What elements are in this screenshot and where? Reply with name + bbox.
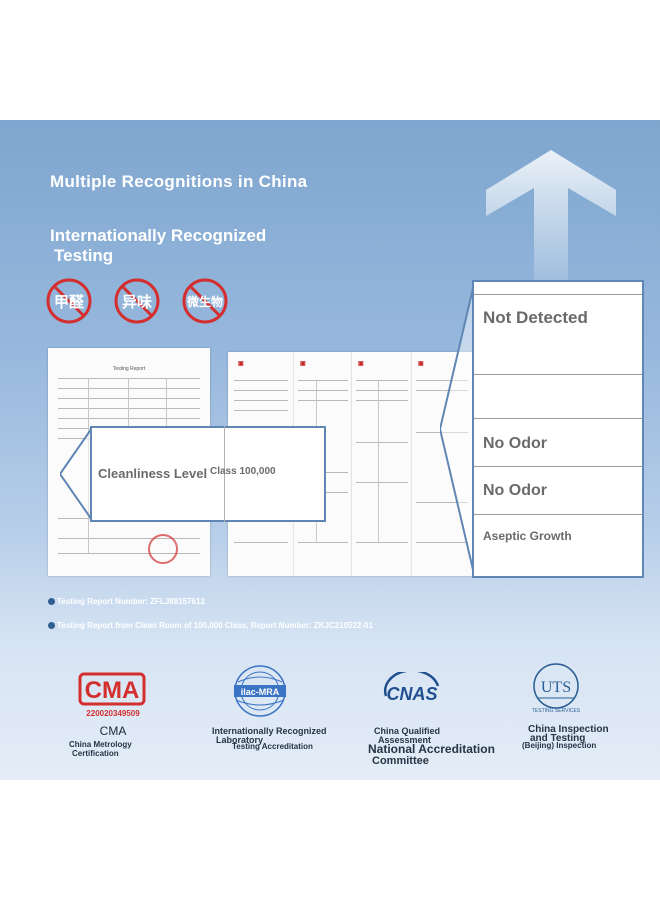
test-results-panel: Not Detected No Odor No Odor Aseptic Gro… xyxy=(472,280,644,578)
ilac-desc-3: Testing Accreditation xyxy=(232,742,313,751)
badge-label: 甲醛 xyxy=(53,293,84,311)
cnas-desc-2: Assessment xyxy=(378,735,432,745)
formaldehyde-badge: 甲醛 xyxy=(46,278,92,324)
result-odor-1: No Odor xyxy=(483,435,547,452)
document-title: Testing Report xyxy=(112,366,146,372)
cma-mini-logo: ▣ xyxy=(300,361,306,367)
ilac-desc-1: Internationally Recognized xyxy=(212,726,327,736)
odor-badge: 异味 xyxy=(114,278,160,324)
cleanliness-value: Class 100,000 xyxy=(210,466,276,477)
uts-desc-2: and Testing xyxy=(530,733,586,744)
cma-mini-logo: ▣ xyxy=(238,361,244,367)
headline-recognitions: Multiple Recognitions in China xyxy=(50,172,308,191)
report-reference-1: Testing Report Number: ZFLJ88157612 xyxy=(48,597,205,606)
badge-label: 微生物 xyxy=(186,295,223,309)
cma-name: CMA xyxy=(99,724,127,738)
bullet-icon xyxy=(48,622,55,630)
prohibited-icon xyxy=(114,278,160,324)
uts-logo-icon: UTS TESTING SERVICES xyxy=(532,663,581,714)
cleanliness-label: Cleanliness Level xyxy=(98,466,208,481)
report-reference-2: Testing Report from Clean Room of 100,00… xyxy=(48,621,373,630)
report-page: ▣ xyxy=(412,352,472,576)
result-microbe: Aseptic Growth xyxy=(483,529,572,543)
svg-text:CMA: CMA xyxy=(85,677,140,704)
callout-pointer xyxy=(60,426,93,522)
cnas-desc-4: Committee xyxy=(372,755,429,767)
certification-banner: Multiple Recognitions in China Internati… xyxy=(0,120,660,780)
bullet-icon xyxy=(48,598,55,606)
cma-certificate-number: 220020349509 xyxy=(86,709,140,718)
prohibited-icon xyxy=(46,278,92,324)
svg-text:UTS: UTS xyxy=(541,679,571,696)
red-seal-stamp xyxy=(148,534,178,564)
svg-text:ilac-MRA: ilac-MRA xyxy=(241,687,280,697)
cnas-desc-3: National Accreditation xyxy=(368,742,495,756)
cnas-logo-icon: CNAS xyxy=(384,672,440,704)
cma-mini-logo: ▣ xyxy=(418,361,424,367)
badge-label: 异味 xyxy=(121,293,152,311)
cleanliness-callout: Cleanliness Level Class 100,000 xyxy=(60,426,328,522)
headline-testing: Internationally Recognized Testing xyxy=(50,226,267,265)
result-odor-2: No Odor xyxy=(483,482,547,499)
cma-desc-2: Certification xyxy=(72,749,119,758)
cnas-desc-1: China Qualified xyxy=(374,726,441,736)
cma-mini-logo: ▣ xyxy=(358,361,364,367)
cma-desc-1: China Metrology xyxy=(69,740,132,749)
svg-text:TESTING SERVICES: TESTING SERVICES xyxy=(532,708,581,714)
uts-desc-3: (Beijing) Inspection xyxy=(522,741,597,750)
uts-desc-1: China Inspection xyxy=(528,724,609,735)
svg-text:CNAS: CNAS xyxy=(386,684,437,704)
prohibited-icon xyxy=(182,278,228,324)
microbe-badge: 微生物 xyxy=(182,278,228,324)
ilac-mra-logo-icon: ilac-MRA xyxy=(234,665,286,717)
results-pointer xyxy=(440,284,475,574)
report-page: ▣ xyxy=(352,352,412,576)
up-arrow-icon xyxy=(486,150,616,300)
cma-logo-icon: CMA xyxy=(78,672,146,706)
result-formaldehyde: Not Detected xyxy=(483,308,588,327)
ilac-desc-2: Laboratory xyxy=(216,735,264,745)
